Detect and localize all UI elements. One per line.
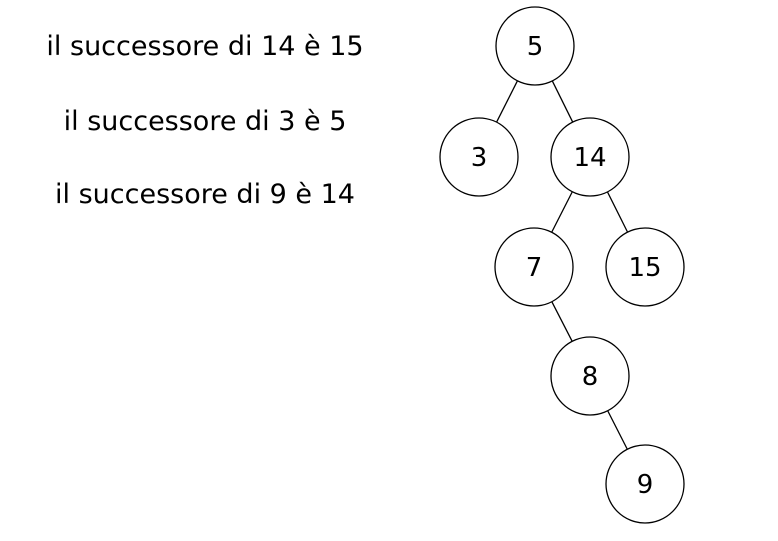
tree-node-label: 9 (637, 470, 654, 500)
tree-node-label: 14 (573, 143, 606, 173)
tree-node-3: 3 (439, 117, 519, 197)
tree-node-circle (495, 6, 575, 86)
tree-node-circle (550, 336, 630, 416)
tree-node-7: 7 (494, 227, 574, 307)
tree-node-15: 15 (605, 227, 685, 307)
edge-n5-n14 (551, 80, 574, 123)
edge-n8-n9 (607, 410, 628, 450)
tree-node-label: 3 (471, 143, 488, 173)
tree-node-5: 5 (495, 6, 575, 86)
tree-node-circle (494, 227, 574, 307)
tree-node-14: 14 (550, 117, 630, 197)
tree-node-circle (439, 117, 519, 197)
edge-n14-n15 (606, 191, 629, 233)
tree-node-circle (605, 444, 685, 524)
tree-node-label: 5 (527, 32, 544, 62)
successor-statements: il successore di 14 è 15 il successore d… (46, 31, 364, 210)
tree-node-8: 8 (550, 336, 630, 416)
tree-node-circle (550, 117, 630, 197)
statement-successor-9: il successore di 9 è 14 (55, 179, 355, 210)
tree-node-circle (605, 227, 685, 307)
tree-node-label: 8 (582, 362, 599, 392)
tree-node-label: 7 (526, 253, 543, 283)
tree-node-9: 9 (605, 444, 685, 524)
statement-successor-3: il successore di 3 è 5 (63, 106, 347, 137)
edge-n14-n7 (551, 191, 573, 233)
edge-n5-n3 (495, 80, 519, 123)
edge-n7-n8 (551, 301, 573, 342)
statement-successor-14: il successore di 14 è 15 (46, 31, 364, 62)
tree-node-label: 15 (628, 253, 661, 283)
